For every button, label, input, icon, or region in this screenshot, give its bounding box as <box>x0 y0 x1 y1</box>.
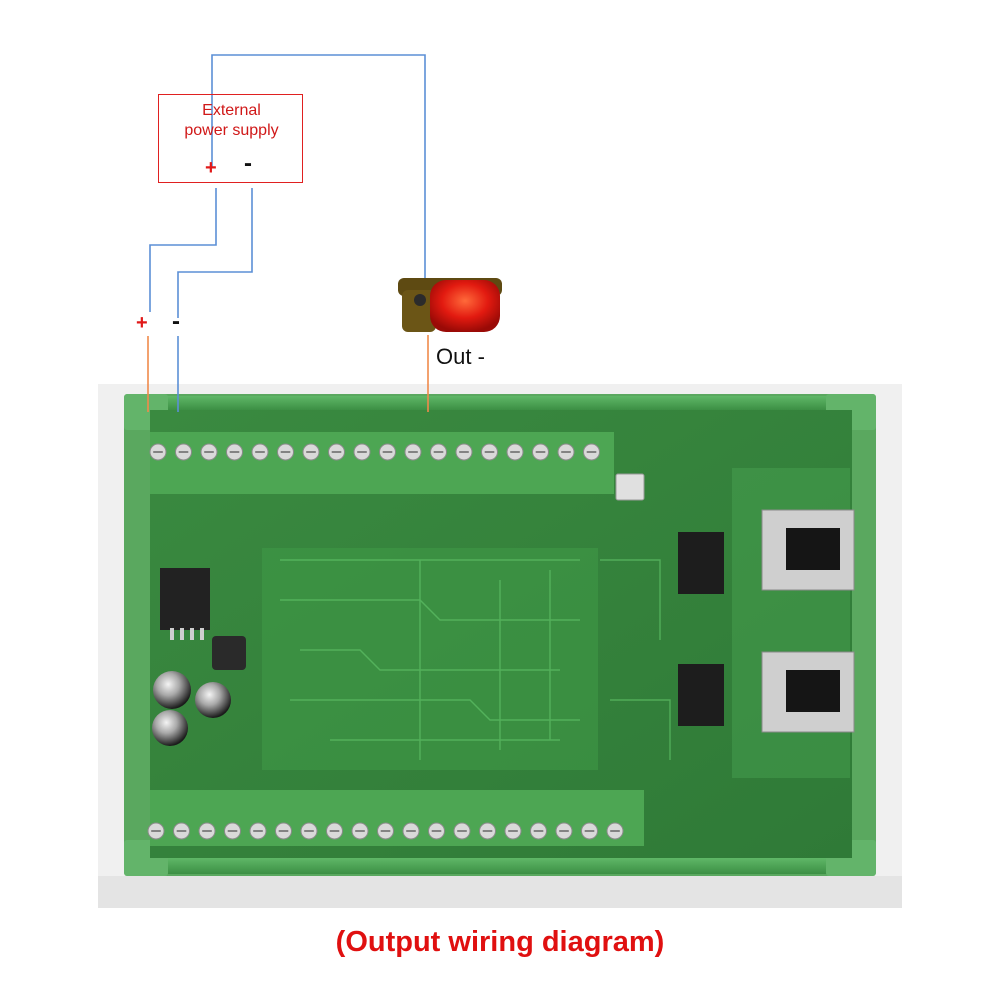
capacitor-3 <box>152 710 188 746</box>
blue-wire-minus <box>177 188 253 318</box>
board-plus-sign: + <box>136 312 148 334</box>
transformer-1 <box>678 532 724 594</box>
bottom-terminal-block <box>147 790 644 846</box>
wires <box>147 54 429 412</box>
capacitor-2 <box>195 682 231 718</box>
lamp-out-label: Out - <box>436 344 485 369</box>
warning-lamp <box>398 278 502 332</box>
diagram-caption: (Output wiring diagram) <box>335 926 665 958</box>
blue-wire-plus <box>149 188 217 312</box>
external-power-supply-box: External power supply <box>158 94 303 183</box>
board-minus-sign: - <box>172 308 180 335</box>
rj45-port-1 <box>761 509 855 591</box>
capacitor-1 <box>153 671 191 709</box>
power-supply-plus-sign: + <box>205 157 217 179</box>
rj45-port-2 <box>761 651 855 733</box>
transformer-2 <box>678 664 724 726</box>
power-supply-title: External power supply <box>184 102 279 139</box>
power-supply-minus-sign: - <box>244 150 252 177</box>
reset-button <box>615 473 645 501</box>
photo-floor <box>98 876 902 908</box>
top-terminal-block <box>149 432 614 494</box>
blue-wire-lamp <box>211 54 426 284</box>
regulator-chip <box>160 568 210 640</box>
inductor <box>212 636 246 670</box>
